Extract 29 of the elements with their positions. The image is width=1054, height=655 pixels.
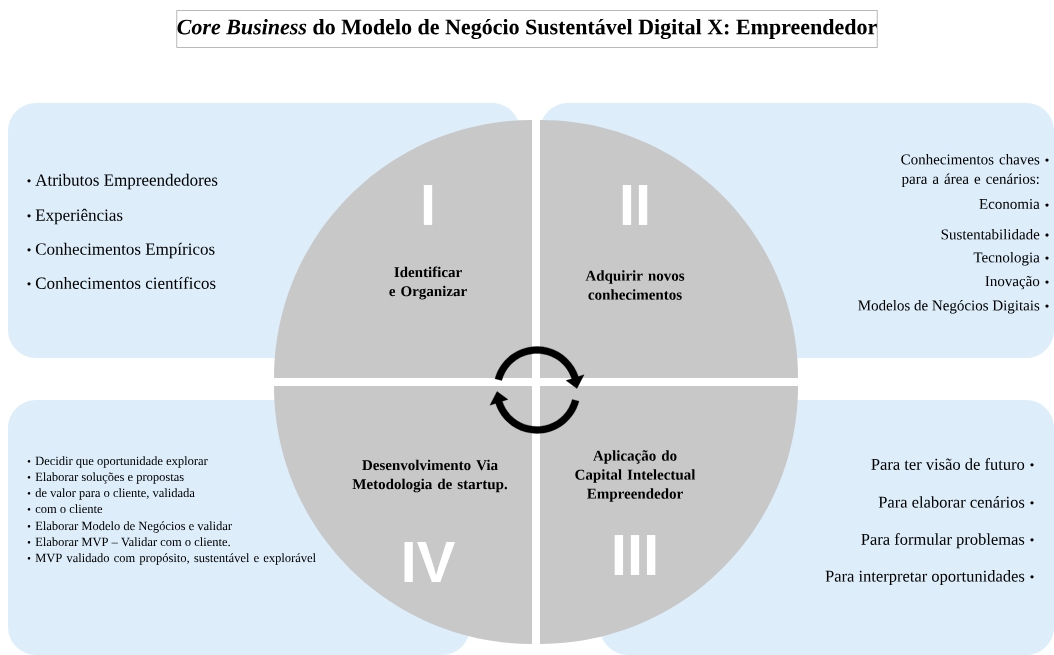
list-item: Atributos Empreendedores [27, 173, 218, 190]
cycle-arrow [494, 346, 585, 389]
list-item: de valor para o cliente, validada [27, 488, 195, 500]
title-box: Core Business do Modelo de Negócio Sustentável Digital X: Empreendedor [176, 10, 878, 48]
list-item: MVP validado com propósito, sustentável e explorável [27, 553, 316, 565]
cycle-arrow [489, 391, 580, 434]
list-item: Tecnologia [973, 251, 1049, 266]
list-item: Economia [979, 198, 1049, 209]
list-item: Elaborar Modelo de Negócios e validar [27, 521, 232, 533]
list-item: Para elaborar cenários [878, 496, 1034, 508]
list-item: Modelos de Negócios Digitais [858, 299, 1049, 314]
list-item: Elaborar MVP – Validar com o cliente. [27, 537, 230, 547]
list-item: Decidir que oportunidade explorar [27, 456, 208, 468]
list-item: Sustentabilidade [941, 228, 1049, 240]
quadrant-heading: Aplicação do Capital Intelectual Empreendedor [575, 450, 696, 502]
list-item: Experiências [27, 208, 123, 225]
list-item: Conhecimentos Empíricos [27, 242, 215, 259]
list-item: Para formular problemas [861, 533, 1034, 549]
list-item: Inovação [985, 275, 1049, 290]
list-item: com o cliente [27, 504, 103, 514]
list-item: Conhecimentos chaves para a área e cenários: [901, 153, 1049, 188]
quadrant-heading: Identificar e Organizar [389, 266, 467, 300]
node-label: Economia [979, 198, 1040, 210]
quadrant-heading: Desenvolvimento Via Metodologia de startup. [352, 459, 508, 493]
quadrant-heading: Adquirir novos conhecimentos [585, 270, 685, 300]
list-item: Conhecimentos científicos [27, 276, 216, 289]
list-item: Para ter visão de futuro [871, 458, 1034, 470]
list-item: Elaborar soluções e propostas [27, 472, 184, 484]
list-item: Para interpretar oportunidades [825, 570, 1034, 586]
